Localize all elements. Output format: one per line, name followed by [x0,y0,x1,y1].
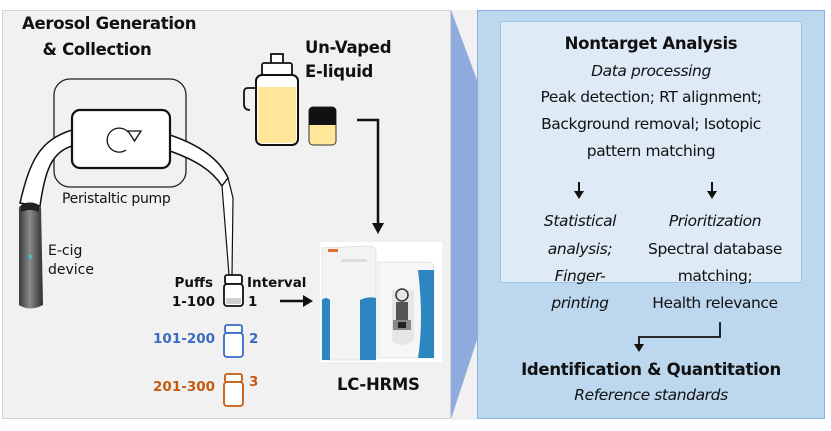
data-processing-box [500,21,802,283]
connector-shape [451,10,477,419]
pump-label: Peristaltic pump [62,191,171,207]
vial-3-icon [223,373,244,407]
identification-subtitle: Reference standards [574,386,728,404]
identification-title: Identification & Quantitation [521,360,781,379]
ecig-label-line2: device [48,262,94,278]
prioritization-line-3: Health relevance [652,294,778,312]
sample-1-puffs: 1-100 [171,294,215,310]
statistical-line-2: analysis; [547,240,613,258]
sample-3-interval: 3 [249,374,259,390]
arrow-to-prioritization [707,182,717,199]
aerosol-title-line1: Aerosol Generation [22,14,197,33]
arrow-to-statistical [574,182,584,199]
sample-3-puffs: 201-300 [153,379,215,395]
processing-line-1: Peak detection; RT alignment; [540,88,762,106]
instrument-label: LC-HRMS [337,375,420,394]
prioritization-line-2: matching; [677,267,753,285]
vial-2-icon [223,324,244,358]
eliquid-label-line2: E-liquid [305,62,374,81]
puffs-header: Puffs [174,275,213,291]
arrow-to-instrument [280,295,313,307]
processing-line-3: pattern matching [586,142,716,160]
ecig-device-icon [19,202,43,309]
lc-hrms-instrument-icon [320,242,442,362]
processing-line-2: Background removal; Isotopic [541,115,761,133]
sample-2-puffs: 101-200 [153,331,215,347]
aerosol-title-line2: & Collection [42,40,152,59]
sample-2-interval: 2 [249,331,259,347]
prioritization-line-1: Spectral database [648,240,782,258]
rotation-icon [106,127,143,153]
interval-header: Interval [247,275,307,291]
nontarget-title: Nontarget Analysis [564,34,738,53]
statistical-line-1: Statistical [543,212,617,230]
eliquid-bottle-icon [243,53,299,146]
pump-head [70,108,172,170]
ecig-label-line1: E-cig [48,243,83,259]
statistical-line-4: printing [551,294,609,312]
eliquid-vial-icon [308,106,337,146]
sample-1-interval: 1 [248,294,258,310]
arrow-to-identification [634,322,721,352]
arrow-eliquid-to-instrument [357,118,384,234]
prioritization-heading: Prioritization [668,212,762,230]
processing-heading: Data processing [591,62,711,80]
statistical-line-3: Finger- [554,267,606,285]
vial-1-icon [223,274,244,307]
